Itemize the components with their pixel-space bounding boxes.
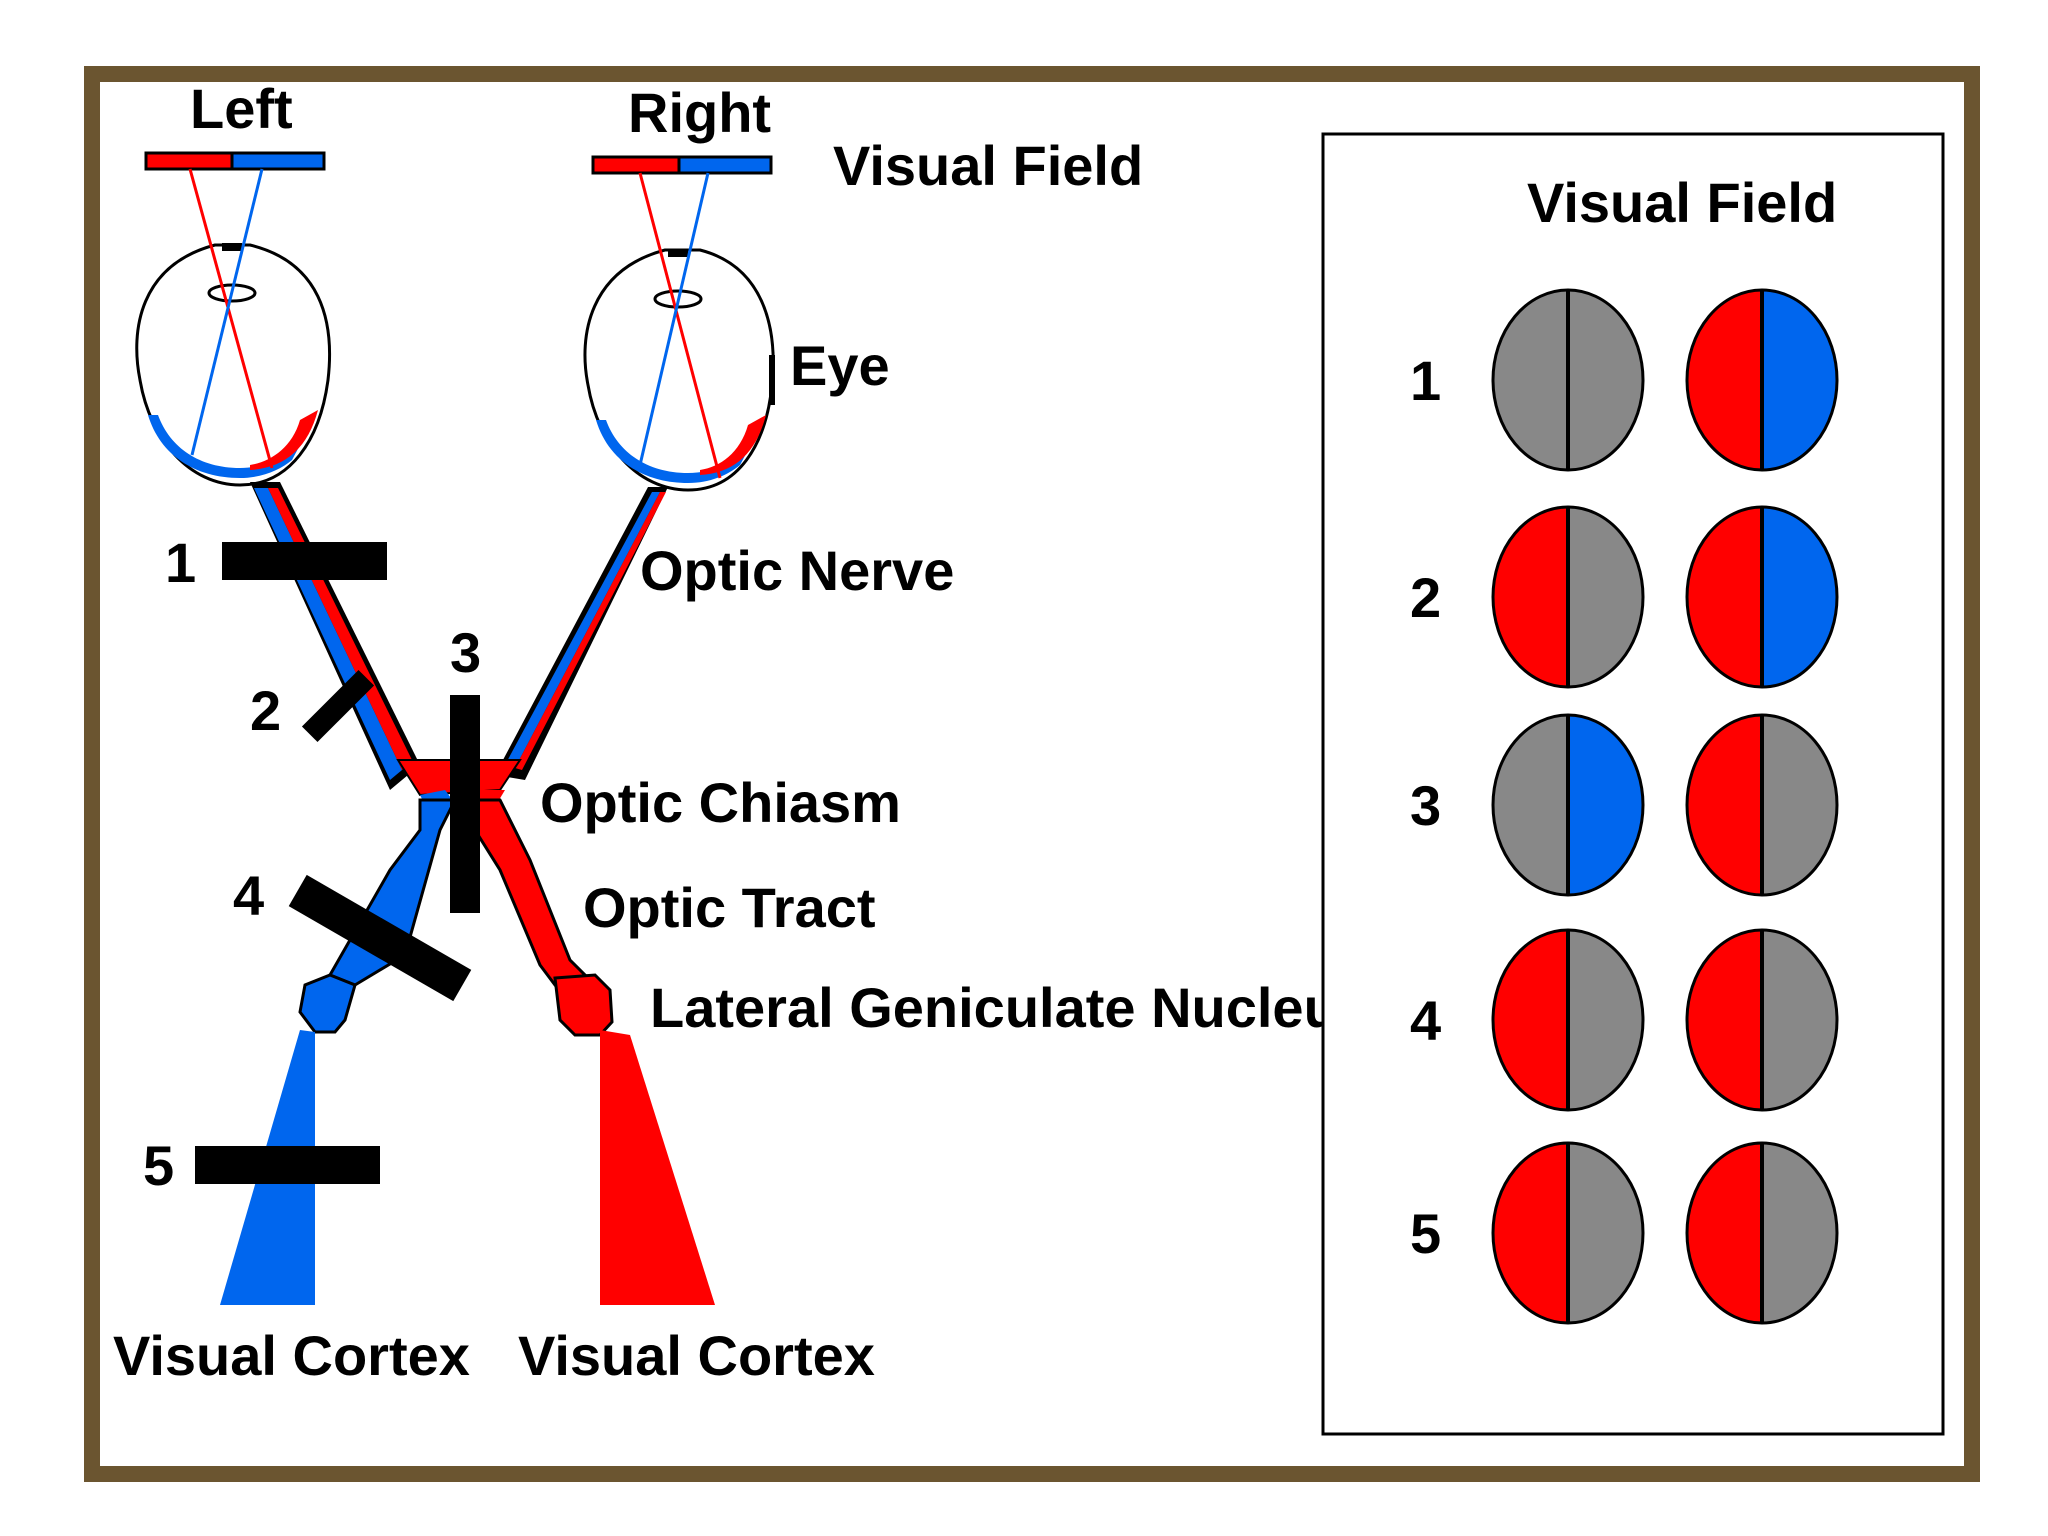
lesion-number-5: 5 [143,1134,174,1197]
panel-row-label-4: 4 [1410,989,1441,1052]
field-half-right-gray [1762,1143,1837,1323]
field-half-left-red [1687,1143,1762,1323]
label-optic-tract: Optic Tract [583,876,876,939]
lesion-number-3: 3 [450,621,481,684]
right-optic-tract [466,798,715,1305]
field-half-right-gray [1568,290,1643,470]
field-half-right-gray [1568,930,1643,1110]
panel-row-label-2: 2 [1410,566,1441,629]
lesion-bar-3 [450,695,480,913]
field-half-left-red [1493,507,1568,687]
field-circle-row-4-left-eye [1491,928,1645,1112]
field-half-left-red [1687,507,1762,687]
lesion-bar-2 [301,669,375,743]
field-half-right-blue [1568,715,1643,895]
field-circle-row-5-left-eye [1491,1141,1645,1325]
label-left: Left [190,77,293,140]
field-half-right-gray [1568,1143,1643,1323]
label-lgn: Lateral Geniculate Nucleus [650,976,1369,1039]
label-visual-field: Visual Field [833,134,1143,197]
field-half-left-gray [1493,290,1568,470]
field-circle-row-2-left-eye [1491,505,1645,689]
field-circle-row-2-right-eye [1685,505,1839,689]
field-circle-row-4-right-eye [1685,928,1839,1112]
panel-row-label-1: 1 [1410,349,1441,412]
label-visual-cortex-right: Visual Cortex [518,1324,875,1387]
field-half-left-red [1493,1143,1568,1323]
label-optic-chiasm: Optic Chiasm [540,771,901,834]
field-circle-row-3-left-eye [1491,713,1645,897]
lesion-number-1: 1 [165,531,196,594]
label-right: Right [628,81,771,144]
field-circle-row-3-right-eye [1685,713,1839,897]
lesion-number-2: 2 [250,679,281,742]
lesion-bar-4 [288,874,472,1002]
left-visual-field-bar [144,151,326,171]
right-optic-nerve [495,487,668,780]
field-half-right-gray [1762,930,1837,1110]
panel-row-label-5: 5 [1410,1202,1441,1265]
left-eye [135,168,332,487]
field-half-right-gray [1762,715,1837,895]
lesion-bar-1 [222,542,387,580]
visual-field-panel: Visual Field 1 2 3 4 5 [1321,132,1945,1436]
field-half-left-red [1687,930,1762,1110]
lesion-bar-5 [195,1146,380,1184]
field-half-left-red [1687,715,1762,895]
panel-rows: 1 2 3 4 5 [1410,288,1839,1325]
label-eye: Eye [790,334,890,397]
field-half-right-blue [1762,507,1837,687]
field-half-right-gray [1568,507,1643,687]
field-half-left-red [1687,290,1762,470]
panel-row-label-3: 3 [1410,774,1441,837]
field-circle-row-1-right-eye [1685,288,1839,472]
field-circle-row-1-left-eye [1491,288,1645,472]
panel-title: Visual Field [1527,171,1837,234]
right-eye [583,172,775,492]
field-circle-row-5-right-eye [1685,1141,1839,1325]
label-visual-cortex-left: Visual Cortex [113,1324,470,1387]
right-visual-field-bar [591,155,773,175]
label-optic-nerve: Optic Nerve [640,539,954,602]
field-half-left-red [1493,930,1568,1110]
lesion-number-4: 4 [233,864,264,927]
field-half-right-blue [1762,290,1837,470]
field-half-left-gray [1493,715,1568,895]
